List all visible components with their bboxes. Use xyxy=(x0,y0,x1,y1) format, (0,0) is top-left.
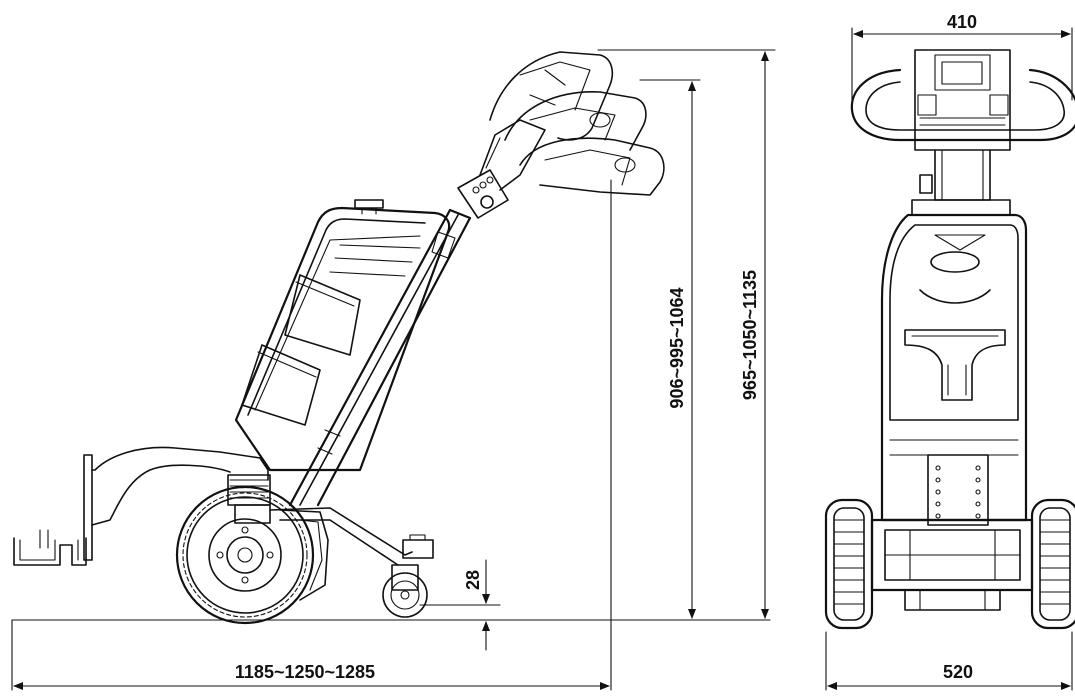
dim-overall-length: 1185~1250~1285 xyxy=(13,662,610,690)
caster-arm xyxy=(269,507,434,566)
motor-housing xyxy=(279,509,329,601)
dim-front-overall-width-label: 520 xyxy=(943,662,973,682)
tiller-handle xyxy=(479,51,665,196)
drive-wheel xyxy=(175,485,315,625)
main-body xyxy=(234,199,451,472)
tiller-pivot xyxy=(457,169,509,219)
dim-handle-height-outer-label: 965~1050~1135 xyxy=(740,270,760,400)
dim-handle-height-inner-label: 906~995~1064 xyxy=(667,287,687,408)
dim-front-handle-width: 410 xyxy=(851,12,1073,101)
side-view: 1185~1250~1285 906~995~1064 965~1050~113… xyxy=(11,49,776,691)
front-wheel-right xyxy=(1030,498,1075,630)
front-wheel-left xyxy=(824,498,874,630)
caster-wheel xyxy=(382,564,428,618)
dim-handle-height-inner: 906~995~1064 xyxy=(667,81,696,619)
dim-handle-height-outer: 965~1050~1135 xyxy=(740,51,769,619)
dim-overall-length-label: 1185~1250~1285 xyxy=(235,662,375,682)
front-handlebar xyxy=(850,49,1075,151)
front-column xyxy=(911,149,1011,216)
dim-ground-clearance: 28 xyxy=(419,559,501,651)
tow-hitch xyxy=(13,446,269,566)
dim-front-handle-width-label: 410 xyxy=(947,12,977,32)
suspension-spring xyxy=(227,474,271,524)
dim-front-overall-width: 520 xyxy=(825,631,1073,691)
dim-ground-clearance-label: 28 xyxy=(463,570,483,590)
front-plate-holes xyxy=(935,465,981,519)
front-body xyxy=(880,213,1028,526)
front-chassis xyxy=(870,518,1034,611)
front-view: 410 520 xyxy=(824,12,1075,691)
steering-column xyxy=(288,208,472,507)
